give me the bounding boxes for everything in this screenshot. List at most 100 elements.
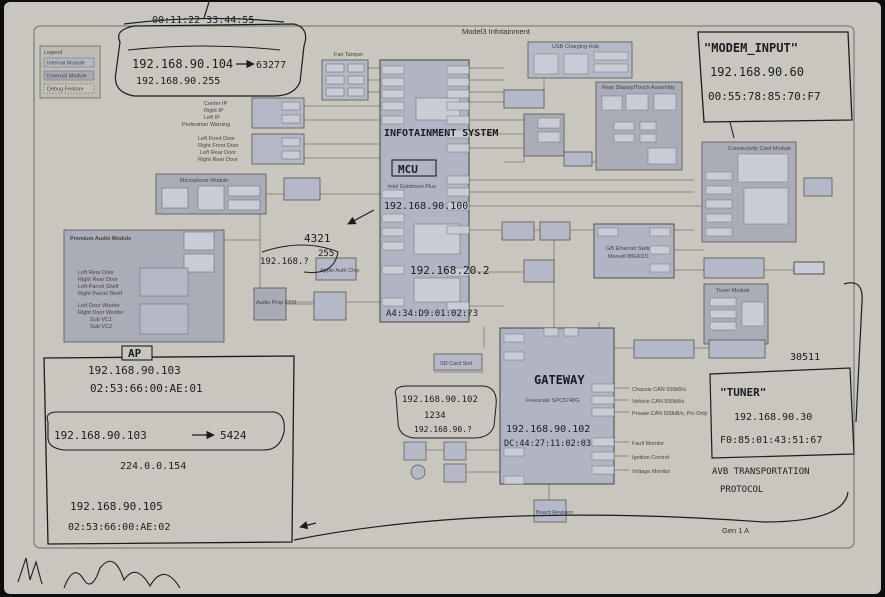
gateway-printed: Freescale SPC5748G xyxy=(526,398,580,404)
board-revision-block xyxy=(533,499,567,523)
note-ap-multicast: 224.0.0.154 xyxy=(120,461,186,472)
apple-auth-label: Apple Auth Chip xyxy=(320,268,359,274)
mcu-block: Intel Goldmont Plus xyxy=(379,59,470,323)
note-gw-port: 1234 xyxy=(424,411,446,421)
gateway-monitor-label: Fault Monitor xyxy=(632,441,664,447)
premium-speaker: Sub VC1 xyxy=(90,317,112,323)
gateway-can-label: Chassis CAN 500kB/s xyxy=(632,387,686,393)
note-ap-label: AP xyxy=(128,347,142,360)
note-top-port: 63277 xyxy=(256,60,286,71)
legend-item: External Module xyxy=(47,74,87,80)
note-top-ip: 192.168.90.104 xyxy=(132,57,233,71)
speaker-amp-doors: Left Front Door Right Front Door Left Re… xyxy=(198,133,305,165)
usb-hub-title: USB Charging Hub xyxy=(552,44,599,50)
premium-speaker: Right Door Woofer xyxy=(78,310,124,316)
phy-block xyxy=(703,257,765,279)
legend-title: Legend xyxy=(44,50,62,56)
sim-block xyxy=(803,177,833,197)
tuner-title: Tuner Module xyxy=(716,288,750,294)
note-avb-line1: AVB TRANSPORTATION xyxy=(712,467,810,477)
note-ap-ip: 192.168.90.103 xyxy=(88,364,181,377)
tuner-module: Tuner Module xyxy=(703,283,769,345)
mcu-hand-sub: MCU xyxy=(398,163,418,176)
sensor-cluster xyxy=(403,441,467,483)
gateway-monitor-label: Ignition Control xyxy=(632,455,669,461)
ethernet-switch-title: GB Ethernet Switch xyxy=(606,246,654,252)
audio-ecu xyxy=(253,287,287,321)
usb-charging-hub: USB Charging Hub xyxy=(527,41,633,79)
premium-speaker: Right Parcel Shelf xyxy=(78,291,122,297)
sd-card-slot xyxy=(433,353,483,371)
note-ap: AP 192.168.90.103 02:53:66:00:AE:01 192.… xyxy=(43,282,863,545)
phy-block xyxy=(501,221,535,241)
note-top-broadcast: 192.168.90.255 xyxy=(136,76,220,87)
fan-tamper-block: Fan Tamper xyxy=(321,52,369,101)
note-tuner: 30511 "TUNER" 192.168.90.30 F0:85:01:43:… xyxy=(709,352,855,495)
note-ap-stream-ip: 192.168.90.103 xyxy=(54,429,147,442)
sheet-revision: Gen 1 A xyxy=(722,526,749,535)
note-tuner-title: "TUNER" xyxy=(720,386,766,399)
hdmi-block xyxy=(523,113,565,157)
legend-item: Internal Module xyxy=(47,61,85,67)
note-port-4321: 4321 xyxy=(304,232,331,245)
emmc-block xyxy=(523,259,555,283)
note-port-255: 255 xyxy=(318,249,334,259)
note-modem-title: "MODEM_INPUT" xyxy=(704,41,798,56)
sd-card-label: SD Card Slot xyxy=(440,361,473,367)
mcu-ip: 192.168.90.100 xyxy=(384,201,468,212)
note-gateway: 192.168.90.102 1234 192.168.90.? GATEWAY… xyxy=(394,373,591,449)
a2b-master xyxy=(283,177,321,201)
note-ap-ip2: 192.168.90.105 xyxy=(70,500,163,513)
gateway-can-label: Private CAN 500kB/s, Pin Only xyxy=(632,411,708,417)
note-ap-mac: 02:53:66:00:AE:01 xyxy=(90,382,203,395)
ethernet-switch: GB Ethernet Switch Marvell 88E6321 xyxy=(593,223,675,279)
mcu-hand-title: INFOTAINMENT SYSTEM xyxy=(384,128,498,139)
connectivity-card-module: Connectivity Card Module xyxy=(701,141,797,243)
speaker-label: Pedestrian Warning xyxy=(182,122,230,128)
rear-display-assembly: Rear Display/Touch Assembly xyxy=(595,81,683,171)
note-ap-stream-port: 5424 xyxy=(220,429,247,442)
mcu-printed: Intel Goldmont Plus xyxy=(388,184,436,190)
audio-ecu-label: Audio Prop ECU xyxy=(256,300,296,306)
eth-connector xyxy=(793,261,825,275)
ethernet-switch-sub: Marvell 88E6321 xyxy=(608,254,649,260)
diagram-sheet: Model3 Infotainment Gen 1 A Legend Inter… xyxy=(4,2,881,594)
mcu-mac: A4:34:D9:01:02:?3 xyxy=(386,309,478,319)
gateway-mac: DC:44:27:11:02:03 xyxy=(504,439,591,449)
phy-block xyxy=(539,221,571,241)
premium-speaker: Left Parcel Shelf xyxy=(78,284,119,290)
connectivity-title: Connectivity Card Module xyxy=(728,146,791,152)
premium-speaker: Sub VC2 xyxy=(90,324,112,330)
t1-block xyxy=(313,291,347,321)
note-tuner-mac: F0:85:01:43:51:67 xyxy=(720,435,822,446)
phy-block xyxy=(633,339,695,359)
note-ip-partial: 192.168.? xyxy=(260,257,309,267)
legend: Legend Internal Module External Module D… xyxy=(39,45,101,99)
note-top: 00:11:22 33:44:55 192.168.90.104 63277 1… xyxy=(114,2,307,97)
diagram-canvas: Model3 Infotainment Gen 1 A Legend Inter… xyxy=(17,2,863,589)
note-tuner-ip: 192.168.90.30 xyxy=(734,412,812,423)
note-avb-line2: PROTOCOL xyxy=(720,485,763,495)
note-gw-ip2: 192.168.90.? xyxy=(414,425,472,434)
microphone-module: Microphone Module xyxy=(155,173,267,215)
note-modem: "MODEM_INPUT" 192.168.90.60 00:55:78:85:… xyxy=(697,31,853,139)
speaker-label: Center IP xyxy=(204,101,228,107)
note-port: 4321 192.168.? 255 xyxy=(260,209,375,274)
board-revision-label: Board Revision xyxy=(536,510,573,516)
gateway-monitor-label: Voltage Monitor xyxy=(632,469,670,475)
fan-label: Fan Tamper xyxy=(334,52,363,58)
speaker-label: Right IP xyxy=(204,108,224,114)
microphone-title: Microphone Module xyxy=(180,178,228,184)
door-label: Right Front Door xyxy=(198,143,239,149)
mcu-ip2: 192.168.20.2 xyxy=(410,264,489,277)
door-label: Left Front Door xyxy=(198,136,235,142)
phy-block xyxy=(708,339,766,359)
note-mcu: INFOTAINMENT SYSTEM MCU 192.168.90.100 1… xyxy=(384,128,498,319)
note-gw-ip: 192.168.90.102 xyxy=(402,395,478,405)
speaker-amp-front: Center IP Right IP Left IP Pedestrian Wa… xyxy=(182,97,305,129)
premium-speaker: Right Rear Door xyxy=(78,277,118,283)
flash-block xyxy=(503,89,545,109)
premium-speaker: Left Rear Door xyxy=(78,270,114,276)
rear-display-title: Rear Display/Touch Assembly xyxy=(602,85,675,91)
gateway-hand-title: GATEWAY xyxy=(534,373,585,387)
